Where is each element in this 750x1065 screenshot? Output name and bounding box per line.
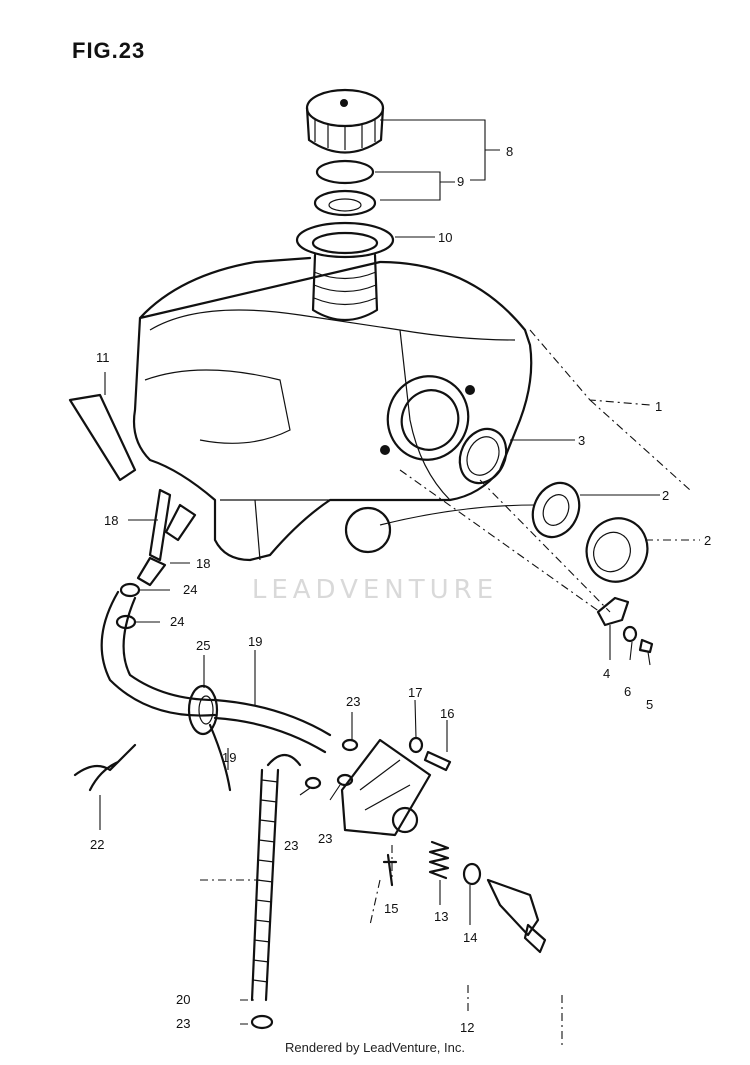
callout-4[interactable]: 4: [603, 666, 610, 681]
callout-23b[interactable]: 23: [284, 838, 298, 853]
callout-9[interactable]: 9: [457, 174, 464, 189]
fuel-cap[interactable]: [305, 88, 385, 154]
hose-grommet[interactable]: [187, 684, 219, 736]
screw[interactable]: [638, 638, 654, 654]
callout-24a[interactable]: 24: [183, 582, 197, 597]
footer-credit: Rendered by LeadVenture, Inc.: [285, 1040, 465, 1055]
tap-pin[interactable]: [382, 853, 398, 887]
callout-18a[interactable]: 18: [104, 513, 118, 528]
vent-hoses[interactable]: [208, 698, 332, 792]
callout-12[interactable]: 12: [460, 1020, 474, 1035]
callout-23d[interactable]: 23: [176, 1016, 190, 1031]
callout-2[interactable]: 2: [662, 488, 669, 503]
tap-gasket[interactable]: [451, 421, 515, 490]
filler-neck: [311, 253, 379, 321]
callout-11[interactable]: 11: [96, 350, 110, 365]
tank-pad[interactable]: [68, 393, 137, 482]
watermark-text: LEADVENTURE: [251, 575, 499, 605]
fuel-tank[interactable]: [132, 256, 533, 562]
callout-23a[interactable]: 23: [346, 694, 360, 709]
callout-6[interactable]: 6: [624, 684, 631, 699]
callout-10[interactable]: 10: [438, 230, 452, 245]
tank-fittings[interactable]: [136, 488, 197, 587]
hose-clip[interactable]: [73, 743, 137, 792]
callout-16[interactable]: 16: [440, 706, 454, 721]
fuel-gauge-cap[interactable]: [344, 475, 588, 554]
callout-5[interactable]: 5: [646, 697, 653, 712]
tap-screw[interactable]: [423, 750, 452, 772]
tap-spring[interactable]: [428, 840, 450, 880]
fuel-tap[interactable]: [340, 738, 432, 837]
callout-3[interactable]: 3: [578, 433, 585, 448]
drain-hose[interactable]: [250, 753, 302, 1002]
leader-lines: [99, 119, 700, 1045]
callout-25[interactable]: 25: [196, 638, 210, 653]
gauge-cover[interactable]: [576, 508, 657, 591]
callout-23c[interactable]: 23: [318, 831, 332, 846]
callout-1[interactable]: 1: [655, 399, 662, 414]
figure-title: FIG.23: [72, 38, 146, 63]
callout-19b[interactable]: 19: [222, 750, 236, 765]
tap-lever[interactable]: [486, 878, 547, 954]
small-clamp-a[interactable]: [341, 738, 359, 752]
bracket[interactable]: [596, 596, 630, 627]
fuel-hose[interactable]: [100, 590, 217, 717]
small-clamp-d[interactable]: [250, 1014, 274, 1030]
cap-gaskets[interactable]: [313, 159, 377, 217]
callout-2b[interactable]: 2: [704, 533, 711, 548]
callout-20[interactable]: 20: [176, 992, 190, 1007]
callout-24b[interactable]: 24: [170, 614, 184, 629]
tap-washer[interactable]: [408, 736, 424, 754]
washer[interactable]: [622, 625, 638, 643]
callout-17[interactable]: 17: [408, 685, 422, 700]
filler-ring[interactable]: [295, 221, 395, 259]
callout-14[interactable]: 14: [463, 930, 477, 945]
callout-8[interactable]: 8: [506, 144, 513, 159]
callout-22[interactable]: 22: [90, 837, 104, 852]
callout-18b[interactable]: 18: [196, 556, 210, 571]
callout-19a[interactable]: 19: [248, 634, 262, 649]
tap-o-ring[interactable]: [462, 862, 482, 886]
callout-15[interactable]: 15: [384, 901, 398, 916]
small-clamp-b[interactable]: [304, 776, 322, 790]
callout-labels: 8 9 10 1 3 2 2 4 6 5 11 18 18 24 24 25 1…: [90, 144, 711, 1035]
callout-13[interactable]: 13: [434, 909, 448, 924]
